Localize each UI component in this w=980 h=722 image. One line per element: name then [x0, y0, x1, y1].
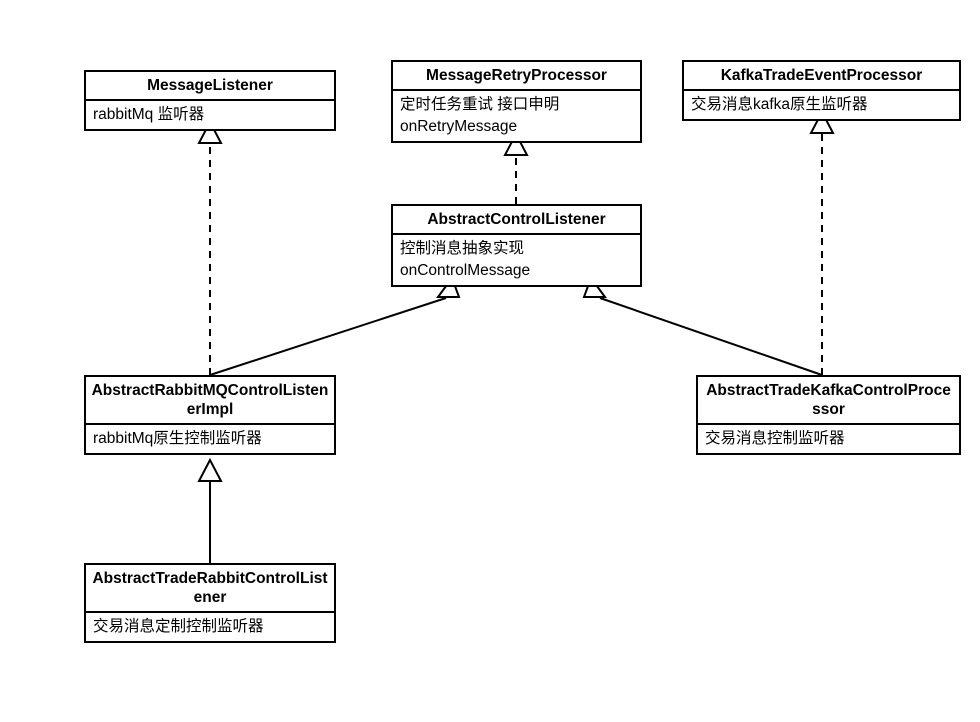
- edge-impl-to-message-listener: [197, 119, 223, 375]
- edge-kafka-ctrl-to-control: [582, 275, 823, 376]
- class-node-message-retry-processor[interactable]: MessageRetryProcessor 定时任务重试 接口申明 onRetr…: [391, 60, 642, 143]
- class-body: rabbitMq 监听器: [93, 106, 205, 123]
- edge-kafka-ctrl-to-kafka-event: [809, 109, 835, 375]
- class-body: 定时任务重试 接口申明 onRetryMessage: [400, 96, 560, 135]
- class-title: AbstractTradeRabbitControlListener: [86, 565, 334, 613]
- class-node-abstract-trade-kafka-control-processor[interactable]: AbstractTradeKafkaControlProcessor 交易消息控…: [696, 375, 961, 455]
- class-body: 交易消息控制监听器: [705, 430, 845, 447]
- class-body: 控制消息抽象实现 onControlMessage: [400, 240, 531, 279]
- class-title: AbstractRabbitMQControlListenerImpl: [86, 377, 334, 425]
- class-node-message-listener[interactable]: MessageListener rabbitMq 监听器: [84, 70, 336, 131]
- class-title: AbstractTradeKafkaControlProcessor: [698, 377, 959, 425]
- class-body: 交易消息kafka原生监听器: [691, 96, 868, 113]
- edge-impl-to-control: [209, 275, 461, 376]
- class-title: KafkaTradeEventProcessor: [684, 62, 959, 91]
- class-node-abstract-trade-rabbit-control-listener[interactable]: AbstractTradeRabbitControlListener 交易消息定…: [84, 563, 336, 643]
- class-body: 交易消息定制控制监听器: [93, 618, 264, 635]
- class-node-kafka-trade-event-processor[interactable]: KafkaTradeEventProcessor 交易消息kafka原生监听器: [682, 60, 961, 121]
- class-title: MessageRetryProcessor: [393, 62, 640, 91]
- edge-control-to-retry: [503, 131, 529, 204]
- edge-trade-rabbit-to-impl: [197, 457, 223, 563]
- class-body: rabbitMq原生控制监听器: [93, 430, 262, 447]
- class-title: AbstractControlListener: [393, 206, 640, 235]
- class-node-abstract-control-listener[interactable]: AbstractControlListener 控制消息抽象实现 onContr…: [391, 204, 642, 287]
- class-node-abstract-rabbitmq-control-listener-impl[interactable]: AbstractRabbitMQControlListenerImpl rabb…: [84, 375, 336, 455]
- class-title: MessageListener: [86, 72, 334, 101]
